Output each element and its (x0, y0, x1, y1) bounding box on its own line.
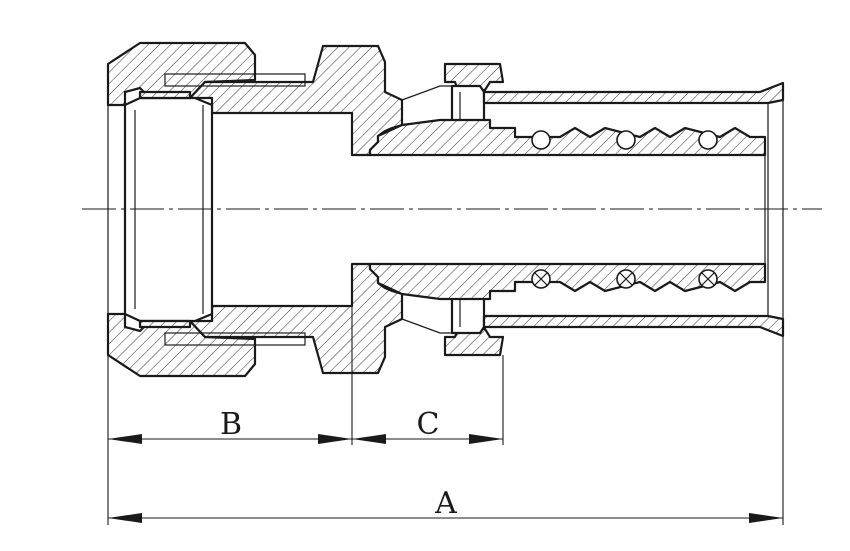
insert-lower (368, 262, 767, 301)
dimension-label-a: A (434, 486, 457, 521)
thread-lines (164, 73, 306, 346)
extension-lines (107, 306, 784, 525)
body-lower (188, 262, 404, 375)
o-rings-upper (531, 130, 718, 150)
dimension-c: C (352, 407, 503, 444)
dimension-a: A (108, 486, 783, 523)
o-rings-lower (531, 269, 718, 289)
body-upper (188, 44, 404, 157)
press-sleeve-upper (482, 81, 785, 105)
dimension-label-c: C (417, 407, 440, 442)
press-sleeve-lower (482, 314, 785, 338)
dimension-b: B (108, 407, 352, 444)
insert-upper (368, 118, 767, 157)
dimension-label-b: B (220, 407, 242, 442)
